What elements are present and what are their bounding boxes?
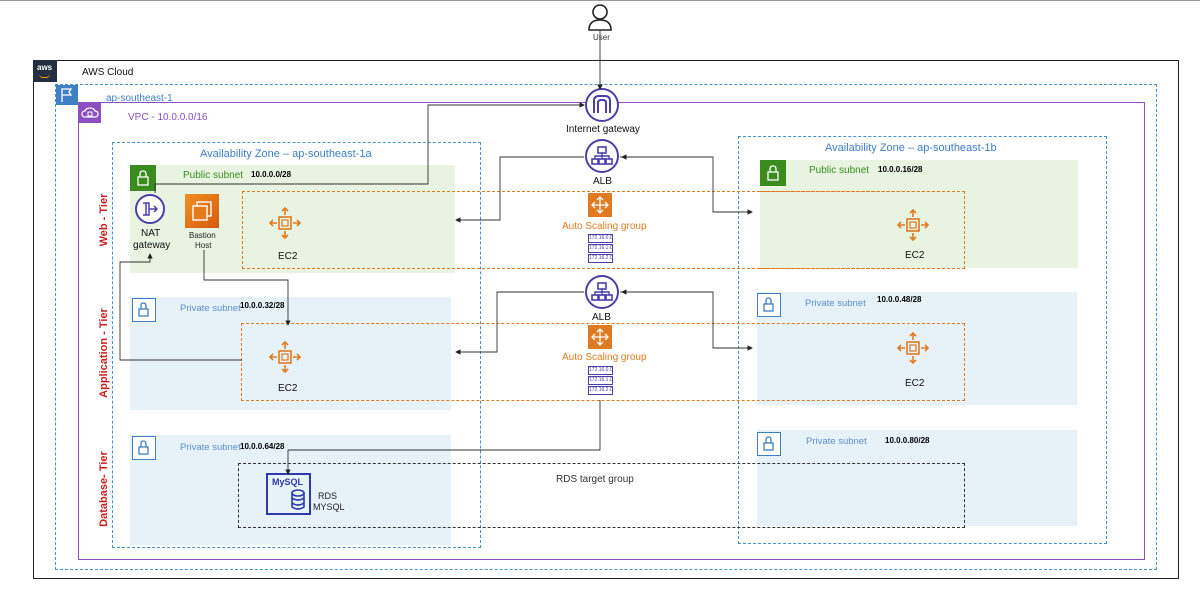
nat-gateway-icon	[135, 194, 165, 224]
bastion-host-label-2: Host	[195, 241, 212, 250]
app-asg-ip-list: 172.16.0.0 172.16.1.0 172.16.2.0	[588, 366, 613, 395]
web-asg-ip-2: 172.16.2.0	[588, 254, 613, 263]
rds-target-group-label: RDS target group	[556, 474, 634, 485]
private-subnet-app-a-label: Private subnet	[180, 303, 241, 314]
app-asg-ip-1: 172.16.1.0	[588, 376, 613, 385]
user-icon	[588, 4, 612, 31]
vpc-label: VPC - 10.0.0.0/16	[128, 112, 208, 123]
ec2-app-a-icon	[268, 340, 302, 374]
web-asg-ip-1: 172.16.1.0	[588, 244, 613, 253]
rds-label-2: MYSQL	[313, 502, 345, 512]
public-subnet-a-cidr: 10.0.0.0/28	[251, 170, 292, 179]
web-alb-icon	[585, 139, 619, 173]
private-subnet-app-b	[757, 292, 1077, 405]
app-asg-icon	[588, 325, 612, 349]
availability-zone-b	[738, 136, 1107, 544]
private-subnet-db-a-label: Private subnet	[180, 442, 241, 453]
ec2-web-b-icon	[896, 208, 930, 242]
app-asg-region	[241, 323, 965, 401]
app-asg-ip-2: 172.16.2.0	[588, 386, 613, 395]
private-subnet-db-a	[130, 435, 451, 545]
bastion-host-label-1: Bastion	[189, 231, 216, 240]
vpc-cloud-icon	[79, 103, 101, 123]
rds-target-group	[238, 463, 965, 528]
public-subnet-b-lock-icon	[760, 160, 786, 186]
private-subnet-app-a-lock-icon	[132, 298, 156, 322]
public-subnet-a	[130, 165, 455, 273]
ec2-web-a-label: EC2	[278, 251, 298, 262]
web-asg-label: Auto Scaling group	[562, 221, 647, 232]
private-subnet-app-a-cidr: 10.0.0.32/28	[240, 301, 285, 310]
public-subnet-b	[760, 160, 1078, 268]
app-alb-icon	[585, 275, 619, 309]
aws-logo-icon: aws	[33, 60, 57, 82]
availability-zone-a	[112, 142, 481, 548]
region-flag-icon	[56, 85, 78, 105]
aws-cloud-label: AWS Cloud	[82, 67, 134, 78]
web-asg-icon	[588, 193, 612, 217]
private-subnet-db-b-lock-icon	[757, 432, 781, 456]
web-asg-region-a	[242, 191, 955, 269]
bastion-host-icon	[185, 194, 219, 228]
private-subnet-db-a-lock-icon	[132, 436, 156, 460]
ec2-app-b-icon	[896, 331, 930, 365]
top-border	[0, 0, 1200, 1]
ec2-app-b-label: EC2	[905, 378, 925, 389]
web-asg-ip-list: 172.16.0.0 172.16.1.0 172.16.2.0	[588, 234, 613, 263]
private-subnet-db-b-label: Private subnet	[806, 436, 867, 447]
web-asg-ip-0: 172.16.0.0	[588, 234, 613, 243]
app-asg-label: Auto Scaling group	[562, 352, 647, 363]
nat-gateway-label-2: gateway	[133, 240, 171, 251]
nat-gateway-label-1: NAT	[141, 228, 161, 239]
region-label: ap-southeast-1	[106, 93, 173, 104]
user-label: User	[593, 33, 610, 42]
public-subnet-b-cidr: 10.0.0.16/28	[878, 165, 923, 174]
ec2-web-b-label: EC2	[905, 250, 925, 261]
ec2-app-a-label: EC2	[278, 383, 298, 394]
public-subnet-a-lock-icon	[130, 165, 156, 191]
app-asg-ip-0: 172.16.0.0	[588, 366, 613, 375]
ec2-web-a-icon	[268, 206, 302, 240]
private-subnet-app-b-lock-icon	[757, 293, 781, 317]
rds-label-1: RDS	[318, 491, 338, 501]
region-group	[55, 84, 1157, 570]
availability-zone-b-label: Availability Zone – ap-southeast-1b	[825, 142, 997, 154]
aws-cloud-group	[33, 60, 1179, 579]
web-alb-label: ALB	[593, 176, 612, 187]
private-subnet-db-b-cidr: 10.0.0.80/28	[885, 436, 930, 445]
private-subnet-db-a-cidr: 10.0.0.64/28	[240, 442, 285, 451]
private-subnet-app-b-cidr: 10.0.0.48/28	[877, 295, 922, 304]
public-subnet-a-label: Public subnet	[183, 170, 244, 181]
private-subnet-app-b-label: Private subnet	[805, 298, 866, 309]
public-subnet-b-label: Public subnet	[809, 165, 870, 176]
web-asg-region-b	[760, 191, 965, 269]
internet-gateway-label: Internet gateway	[566, 124, 640, 135]
app-alb-label: ALB	[592, 312, 611, 323]
private-subnet-db-b	[757, 430, 1077, 526]
availability-zone-a-label: Availability Zone – ap-southeast-1a	[200, 148, 372, 160]
